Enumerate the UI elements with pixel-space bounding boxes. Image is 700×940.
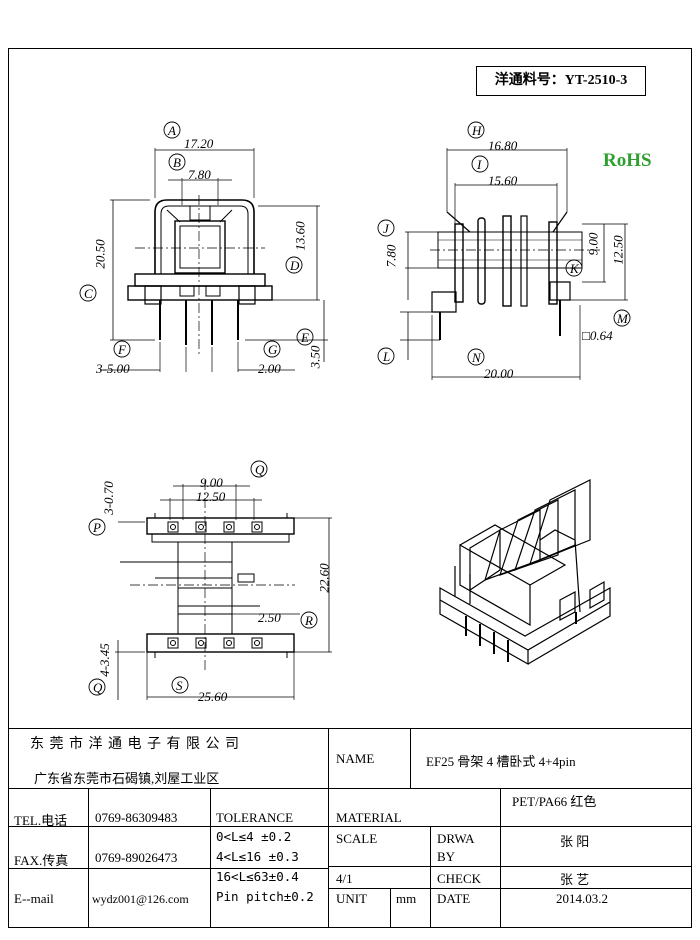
- part-number-box: 洋通料号：YT-2510-3: [476, 66, 646, 96]
- dim-15-60: 15.60: [488, 173, 518, 188]
- material-value: PET/PA66 红色: [512, 794, 597, 809]
- date-label: DATE: [437, 891, 471, 906]
- label-g: G: [268, 342, 278, 357]
- scale-value: 4/1: [336, 871, 353, 886]
- label-d: D: [290, 258, 300, 273]
- dim-2-50: 2.50: [258, 610, 281, 625]
- dim-7-80-side: 7.80: [383, 244, 399, 268]
- check-value: 张 艺: [560, 872, 590, 887]
- dim-9-00-side: 9.00: [585, 232, 601, 256]
- date-value: 2014.03.2: [556, 891, 608, 906]
- check-label: CHECK: [437, 871, 482, 886]
- label-b: B: [173, 155, 181, 170]
- dim-20-00: 20.00: [484, 366, 514, 381]
- dim-2-00: 2.00: [258, 361, 281, 376]
- label-e: E: [301, 330, 309, 345]
- tolerance-3: 16<L≤63±0.4: [216, 869, 299, 884]
- label-s: S: [176, 678, 183, 693]
- dim-12-50-side: 12.50: [610, 235, 626, 265]
- label-m: M: [617, 311, 628, 326]
- label-p: P: [93, 520, 101, 535]
- unit-label: UNIT: [336, 891, 368, 906]
- dim-pin-square: □0.64: [582, 328, 613, 343]
- company-address: 广东省东莞市石碣镇,刘屋工业区: [34, 771, 220, 786]
- name-value: EF25 骨架 4 槽卧式 4+4pin: [426, 754, 576, 769]
- label-k: K: [570, 261, 579, 276]
- label-l: L: [383, 349, 391, 364]
- tolerance-2: 4<L≤16 ±0.3: [216, 849, 299, 864]
- dim-12-50: 12.50: [196, 489, 226, 504]
- rohs-mark: RoHS: [603, 150, 652, 171]
- side-view: [377, 121, 631, 380]
- label-f: F: [118, 342, 126, 357]
- isometric-view[interactable]: [439, 479, 611, 666]
- tolerance-1: 0<L≤4 ±0.2: [216, 829, 292, 844]
- dim-7-80: 7.80: [188, 167, 211, 182]
- dim-17-20: 17.20: [184, 136, 214, 151]
- dim-22-60: 22.60: [316, 563, 332, 593]
- company-name: 东 莞 市 洋 通 电 子 有 限 公 司: [30, 737, 240, 752]
- name-label: NAME: [336, 751, 375, 766]
- tel-value: 0769-86309483: [95, 810, 178, 825]
- drwa-label: DRWA: [437, 831, 475, 846]
- mail-value[interactable]: wydz001@126.com: [92, 892, 189, 906]
- dim-4-3-45: 4-3.45: [96, 643, 112, 677]
- label-a: A: [168, 123, 176, 138]
- dim-3-0-70: 3-0.70: [100, 481, 116, 515]
- dim-13-60: 13.60: [292, 221, 308, 251]
- dim-3-50: 3.50: [307, 345, 323, 369]
- tel-label: TEL.电话: [14, 813, 68, 828]
- dim-3-5-00: 3-5.00: [96, 361, 130, 376]
- tolerance-label: TOLERANCE: [216, 810, 294, 825]
- label-i: I: [477, 157, 482, 172]
- top-view: [88, 460, 332, 700]
- fax-value: 0769-89026473: [95, 850, 178, 865]
- by-label: BY: [437, 849, 456, 864]
- mail-label: E--mail: [14, 891, 54, 906]
- drawing-frame: [8, 48, 692, 928]
- label-c: C: [84, 286, 93, 301]
- label-h: H: [472, 123, 482, 138]
- label-q-bottom: Q: [93, 680, 103, 695]
- tolerance-4: Pin pitch±0.2: [216, 889, 314, 904]
- scale-label: SCALE: [336, 831, 378, 846]
- label-n: N: [472, 350, 481, 365]
- label-j: J: [383, 221, 389, 236]
- drwa-value: 张 阳: [560, 834, 590, 849]
- dim-16-80: 16.80: [488, 138, 518, 153]
- label-r: R: [305, 613, 313, 628]
- unit-value: mm: [396, 891, 417, 906]
- label-q-top: Q: [255, 462, 265, 477]
- front-view: [79, 121, 328, 372]
- fax-label: FAX.传真: [14, 853, 69, 868]
- material-label: MATERIAL: [336, 810, 402, 825]
- dim-20-50: 20.50: [92, 239, 108, 269]
- dim-25-60: 25.60: [198, 689, 228, 704]
- dim-9-00: 9.00: [200, 475, 223, 490]
